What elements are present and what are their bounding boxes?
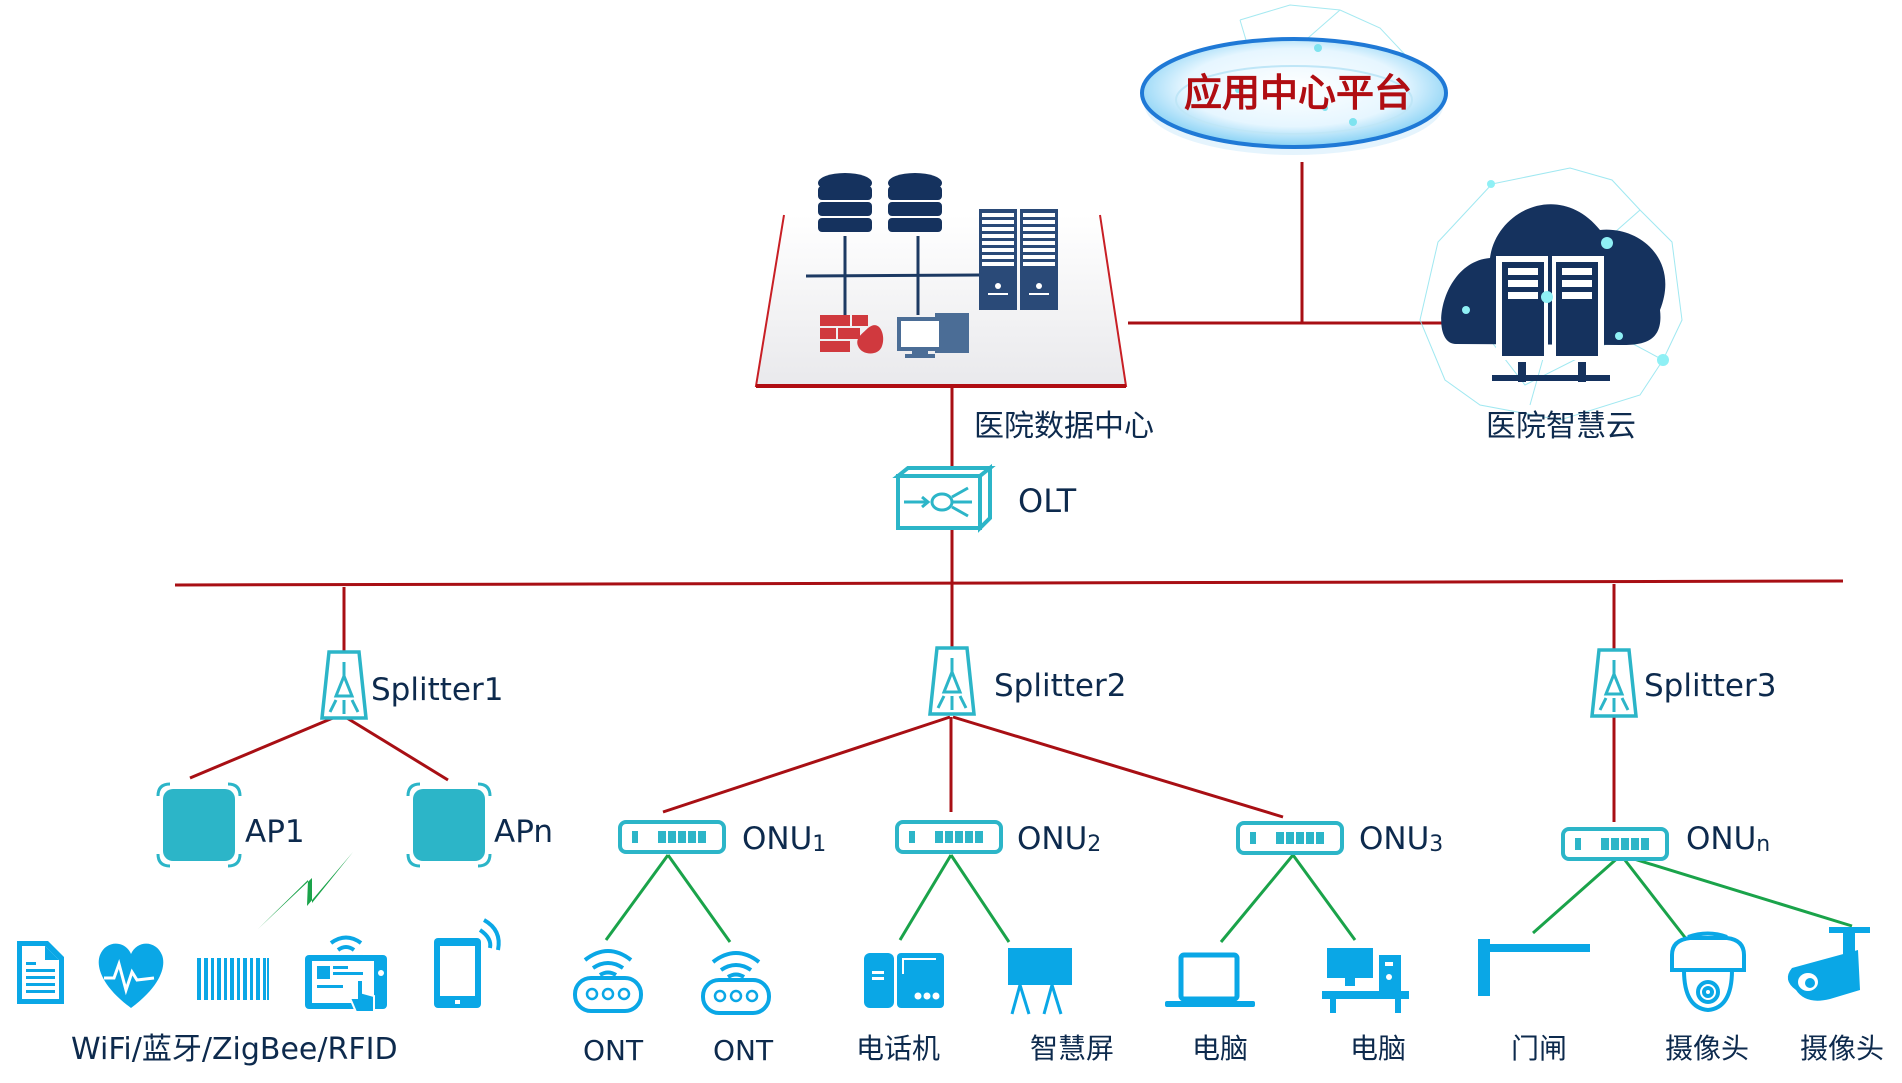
barcode-icon [197, 958, 269, 1000]
onu-device-icon[interactable] [1561, 827, 1669, 861]
onu3-label: ONU3 [1359, 821, 1444, 857]
fiber-links [174, 162, 1844, 822]
endpoint-label: 电脑 [1350, 1032, 1407, 1065]
olt-label: OLT [1018, 482, 1077, 520]
onu-device-icon[interactable] [618, 820, 726, 854]
onu2-label: ONU2 [1017, 821, 1102, 857]
application-platform-title: 应用中心平台 [1184, 71, 1413, 115]
database-icon [818, 173, 872, 232]
document-icon [17, 941, 64, 1004]
splitter-icon[interactable] [1590, 648, 1638, 718]
splitter2-label: Splitter2 [994, 668, 1127, 704]
onu1-label: ONU1 [742, 821, 827, 857]
barrier-gate-icon [1478, 939, 1590, 996]
splitter3-label: Splitter3 [1644, 668, 1777, 704]
splitter1-label: Splitter1 [371, 672, 504, 708]
onu-device-icon[interactable] [895, 820, 1003, 854]
onun-label: ONUn [1686, 821, 1771, 857]
database-icon [888, 173, 942, 232]
endpoint-label: 摄像头 [1800, 1032, 1885, 1065]
smart-screen-icon [1008, 948, 1072, 1015]
bullet-camera-icon [1787, 927, 1870, 1001]
cloud-label: 医院智慧云 [1486, 409, 1636, 444]
main-bus-line [174, 579, 1844, 587]
access-links [604, 853, 1853, 943]
firewall-icon [820, 315, 884, 354]
data-center-label: 医院数据中心 [974, 409, 1154, 444]
touch-tablet-icon [305, 935, 387, 1013]
splitter-icon[interactable] [928, 646, 976, 716]
ap1-label: AP1 [245, 814, 305, 850]
endpoint-label: ONT [583, 1034, 644, 1067]
olt-splitter-box-icon[interactable] [892, 463, 996, 533]
endpoint-label: ONT [713, 1034, 774, 1067]
wireless-protocols-label: WiFi/蓝牙/ZigBee/RFID [71, 1032, 398, 1067]
hospital-data-center[interactable] [754, 173, 1128, 388]
endpoint-label: 智慧屏 [1030, 1032, 1115, 1065]
splitter-icon[interactable] [320, 650, 368, 720]
server-rack-icon [979, 209, 1058, 310]
wifi-router-icon [573, 949, 643, 1013]
link-s1-ap1 [189, 713, 341, 780]
laptop-icon [1165, 952, 1255, 1007]
telephone-icon [864, 953, 944, 1008]
heart-rate-icon [98, 943, 164, 1008]
access-point-icon[interactable] [156, 782, 242, 868]
workstation-icon [897, 313, 969, 358]
data-center-floor [756, 215, 1126, 386]
lightning-signal-icon [258, 852, 353, 929]
endpoint-label: 电脑 [1192, 1032, 1249, 1065]
apn-label: APn [494, 814, 554, 850]
endpoint-label: 电话机 [856, 1032, 941, 1065]
link-s2-onu3 [952, 715, 1284, 819]
mobile-phone-icon [434, 918, 501, 1008]
hospital-smart-cloud[interactable] [1419, 167, 1683, 421]
desktop-computer-icon [1322, 948, 1409, 1013]
application-platform[interactable] [1140, 4, 1448, 155]
onu-device-icon[interactable] [1236, 821, 1344, 855]
link-s1-apn [341, 713, 449, 782]
endpoint-label: 摄像头 [1665, 1032, 1750, 1065]
link-s2-onu1 [662, 715, 951, 814]
wifi-router-icon [701, 951, 771, 1015]
access-point-icon[interactable] [406, 782, 492, 868]
dome-camera-icon [1670, 931, 1746, 1013]
endpoint-label: 门闸 [1511, 1032, 1568, 1065]
